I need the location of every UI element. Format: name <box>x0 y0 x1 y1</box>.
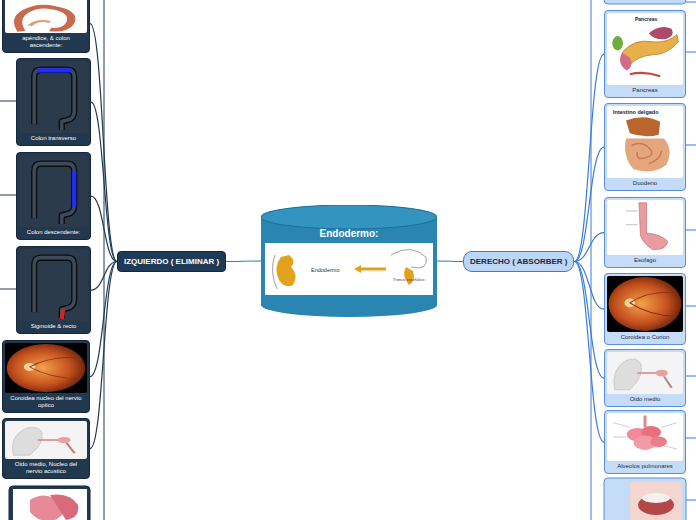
image-label: Pancreas <box>635 16 657 22</box>
card-caption: Colon transverso <box>19 133 88 143</box>
card-image <box>19 155 88 227</box>
card-image: Intestino delgado <box>607 106 683 178</box>
organ-illustration <box>5 343 87 393</box>
card-caption: Duodeno <box>607 178 683 188</box>
card-image <box>607 276 683 332</box>
organ-illustration <box>607 106 683 178</box>
card-caption: Pancreas <box>607 85 683 95</box>
branch-connector <box>574 262 604 443</box>
organ-illustration <box>19 155 88 227</box>
organ-illustration <box>5 0 87 33</box>
branch-connector <box>91 196 117 261</box>
organ-illustration <box>5 421 87 459</box>
organ-illustration <box>607 13 683 85</box>
cylinder-shape <box>261 205 437 317</box>
card-image <box>607 413 683 461</box>
organ-illustration <box>607 200 683 255</box>
card-image <box>5 0 87 33</box>
central-topic: Endodermo: EndodermoTronco encefálico <box>261 205 437 317</box>
organ-illustration <box>607 352 683 394</box>
card-image <box>607 352 683 394</box>
branch-connector <box>437 260 463 262</box>
branch-connector <box>574 262 604 379</box>
organ-card: Coroidea nucleo del nervio optico <box>2 340 90 413</box>
organ-card: Oido medio <box>604 349 686 407</box>
image-label: Tronco encefálico <box>393 277 424 282</box>
organ-illustration <box>607 276 683 332</box>
organ-card: Intestino delgadoDuodeno <box>604 103 686 191</box>
organ-illustration <box>19 249 88 321</box>
card-image: Pancreas <box>607 13 683 85</box>
card-image <box>19 61 88 133</box>
image-label: Intestino delgado <box>613 109 659 115</box>
card-image <box>19 249 88 321</box>
branch-title: IZQUIERDO ( ELIMINAR ) <box>124 257 219 266</box>
card-caption: Colon descendente: <box>19 227 88 237</box>
card-image <box>607 200 683 255</box>
organ-card: Colon transverso <box>16 58 91 146</box>
organ-illustration <box>19 61 88 133</box>
branch-box: IZQUIERDO ( ELIMINAR ) <box>117 251 226 272</box>
organ-card: Alveolos pulmonares <box>604 410 686 474</box>
card-image <box>5 421 87 459</box>
card-caption: Coroidea nucleo del nervio optico <box>5 393 87 410</box>
branch-box: DERECHO ( ABSORBER ) <box>463 251 574 272</box>
card-caption: Alveolos pulmonares <box>607 461 683 471</box>
branch-connector <box>574 147 604 261</box>
card-caption: apéndice, & colon ascendente: <box>5 33 87 50</box>
organ-card: Esofago <box>604 197 686 268</box>
branch-connector <box>90 262 117 449</box>
organ-card: Colon descendente: <box>16 152 91 240</box>
card-caption: Coroidea o Corion <box>607 332 683 342</box>
branch-connector <box>90 24 117 262</box>
branch-connector <box>91 102 117 261</box>
organ-illustration <box>607 413 683 461</box>
image-label: Endodermo <box>311 267 339 273</box>
branch-title: DERECHO ( ABSORBER ) <box>470 257 567 266</box>
organ-card: Sigmoide & recto <box>16 246 91 334</box>
card-caption: Oido medio, Nucleo del nervio acustico <box>5 459 87 476</box>
organ-card: apéndice, & colon ascendente: <box>2 0 90 53</box>
card-caption: Esofago <box>607 255 683 265</box>
branch-connector <box>226 260 261 262</box>
branch-connector <box>574 233 604 262</box>
organ-card: PancreasPancreas <box>604 10 686 98</box>
card-caption: Oido medio <box>607 394 683 404</box>
organ-card: Oido medio, Nucleo del nervio acustico <box>2 418 90 479</box>
card-image <box>5 343 87 393</box>
organ-card: Coroidea o Corion <box>604 273 686 345</box>
card-caption: Sigmoide & recto <box>19 321 88 331</box>
topic-title: Endodermo: <box>261 205 437 239</box>
branch-connector <box>574 54 604 261</box>
